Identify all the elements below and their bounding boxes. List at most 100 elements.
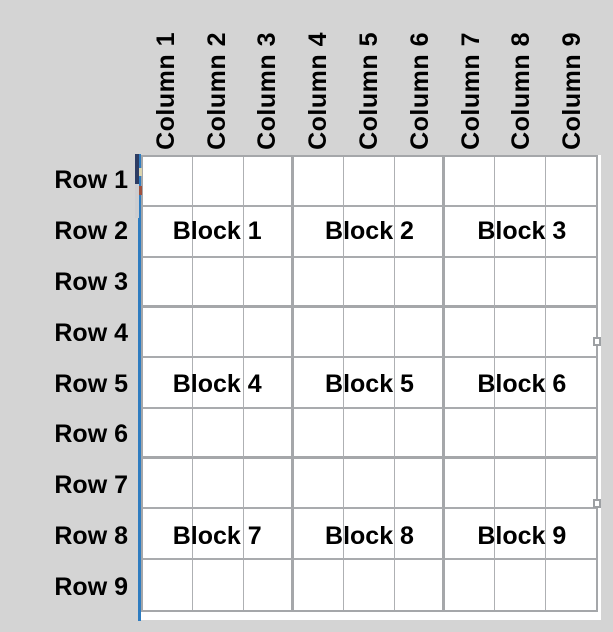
grid-cell — [193, 559, 244, 610]
grid-cell — [394, 307, 445, 359]
block-label: Block 9 — [477, 521, 567, 550]
grid-cell — [344, 509, 395, 560]
grid-cell — [243, 307, 294, 359]
grid-cell — [444, 559, 496, 610]
grid-cell — [444, 157, 496, 208]
block-label: Block 8 — [325, 521, 414, 550]
column-header: Column 1 — [149, 6, 183, 150]
grid-cell — [444, 408, 496, 459]
grid-cell — [394, 157, 445, 208]
grid-cell — [143, 257, 194, 308]
grid-cell — [243, 408, 294, 459]
grid-cell — [344, 257, 395, 308]
grid-cell — [243, 358, 294, 409]
resize-handle-right-lower[interactable] — [593, 499, 601, 508]
grid-cell — [143, 157, 194, 208]
grid-cell — [293, 509, 345, 560]
grid-cell — [344, 157, 395, 208]
row-header-label: Row 2 — [54, 217, 128, 246]
grid-cell — [143, 307, 194, 359]
selected-axis-line — [138, 154, 141, 621]
grid-cell — [344, 307, 395, 359]
column-header: Column 4 — [302, 6, 336, 150]
grid-cell — [243, 458, 294, 510]
grid-cell — [545, 358, 596, 409]
column-header-label: Column 2 — [202, 32, 231, 150]
sliver-light-bar — [135, 184, 139, 218]
window-edge-sliver — [134, 154, 143, 218]
column-header: Column 9 — [556, 6, 590, 150]
row-header-label: Row 9 — [54, 572, 128, 601]
grid-cell — [545, 257, 596, 308]
grid-cell — [193, 509, 244, 560]
grid-cell — [344, 207, 395, 258]
grid-cell — [293, 458, 345, 510]
grid-cell — [394, 509, 445, 560]
column-header-label: Column 9 — [558, 32, 587, 150]
column-header: Column 3 — [251, 6, 285, 150]
row-header-label: Row 7 — [54, 471, 128, 500]
grid-cell — [545, 509, 596, 560]
row-header-label: Row 8 — [54, 521, 128, 550]
grid-cell — [193, 458, 244, 510]
row-header-label: Row 4 — [54, 318, 128, 347]
column-header-label: Column 4 — [304, 32, 333, 150]
column-header: Column 6 — [403, 6, 437, 150]
grid-cell — [143, 408, 194, 459]
grid-cell — [495, 408, 546, 459]
row-header-label: Row 5 — [54, 369, 128, 398]
block-label: Block 5 — [325, 369, 414, 398]
grid-cell — [495, 157, 546, 208]
grid-cell — [243, 157, 294, 208]
resize-handle-right-upper[interactable] — [593, 337, 601, 346]
grid-cell — [444, 458, 496, 510]
grid-cell — [545, 307, 596, 359]
column-header-label: Column 7 — [456, 32, 485, 150]
grid-cell — [444, 307, 496, 359]
grid-cell — [344, 408, 395, 459]
grid-cell — [243, 509, 294, 560]
block-label: Block 2 — [325, 217, 414, 246]
grid-cell — [293, 307, 345, 359]
grid-cell — [293, 257, 345, 308]
grid-cell — [293, 559, 345, 610]
grid-cell — [344, 458, 395, 510]
grid-cell — [193, 257, 244, 308]
grid-cell — [243, 257, 294, 308]
block-label: Block 7 — [172, 521, 262, 550]
sliver-cream-dot — [139, 168, 142, 176]
grid-cell — [495, 559, 546, 610]
column-header-label: Column 3 — [253, 32, 282, 150]
grid-cell — [394, 207, 445, 258]
grid-cell — [243, 559, 294, 610]
block-label: Block 1 — [172, 217, 262, 246]
grid-cell — [444, 358, 496, 409]
grid-cell — [495, 509, 546, 560]
grid-cell — [545, 207, 596, 258]
grid-cell — [143, 358, 194, 409]
row-header-label: Row 1 — [54, 166, 128, 195]
grid-cell — [545, 559, 596, 610]
column-header: Column 2 — [200, 6, 234, 150]
grid-cell — [293, 408, 345, 459]
grid-cell — [193, 307, 244, 359]
grid-cell — [143, 559, 194, 610]
grid-cell — [495, 207, 546, 258]
grid-cell — [344, 559, 395, 610]
sliver-navy-bar — [135, 154, 139, 184]
grid-cell — [193, 207, 244, 258]
grid-cell — [545, 157, 596, 208]
grid-cell — [143, 458, 194, 510]
grid-cell — [193, 408, 244, 459]
grid-cell — [344, 358, 395, 409]
column-header: Column 5 — [353, 6, 387, 150]
grid-cell — [193, 358, 244, 409]
grid-cell — [193, 157, 244, 208]
column-header-label: Column 8 — [507, 32, 536, 150]
grid-cell — [394, 257, 445, 308]
grid-cell — [394, 408, 445, 459]
grid-cell — [293, 207, 345, 258]
grid-cell — [545, 408, 596, 459]
grid-cell — [394, 458, 445, 510]
sliver-red-dot — [139, 186, 142, 195]
